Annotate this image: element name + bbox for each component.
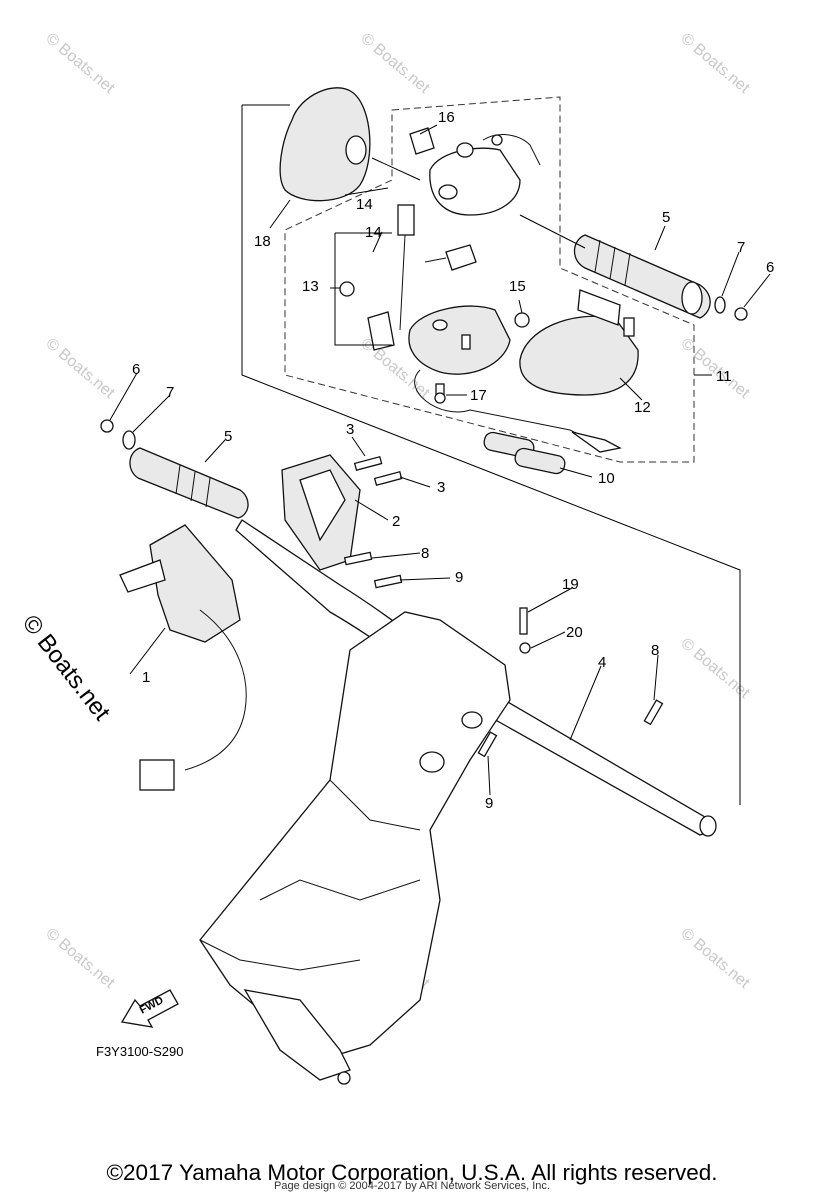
callout-15: 15	[509, 278, 526, 295]
part-12-switch-cover	[519, 289, 639, 396]
callout-17: 17	[470, 387, 487, 404]
part-2-housing	[281, 454, 403, 589]
callout-7: 7	[166, 384, 174, 401]
switch-internals	[330, 204, 601, 446]
callout-10: 10	[598, 470, 615, 487]
part-4-handlebar	[235, 519, 717, 837]
part-18-cover	[279, 87, 421, 202]
callout-13: 13	[302, 278, 319, 295]
callout-9: 9	[455, 569, 463, 586]
callout-12: 12	[634, 399, 651, 416]
callout-8: 8	[651, 642, 659, 659]
upper-switch-housing	[409, 127, 541, 216]
callout-8: 8	[421, 545, 429, 562]
callout-16: 16	[438, 109, 455, 126]
fwd-direction-arrow: FWD	[120, 989, 179, 1028]
watermark: © Boats.net	[677, 30, 753, 97]
callout-14: 14	[356, 196, 373, 213]
watermark: © Boats.net	[357, 30, 433, 97]
watermark: © Boats.net	[677, 925, 753, 992]
watermark: © Boats.net	[42, 925, 118, 992]
callout-leaders	[109, 124, 771, 796]
assembly-frame	[241, 104, 741, 805]
callout-2: 2	[392, 513, 400, 530]
steering-column	[199, 611, 511, 1085]
watermark: © Boats.net	[42, 335, 118, 402]
drawing-code: F3Y3100-S290	[96, 1044, 184, 1059]
watermark: © Boats.net	[677, 635, 753, 702]
callout-3: 3	[437, 479, 445, 496]
callout-3: 3	[346, 421, 354, 438]
part-5-right-grip	[519, 214, 748, 321]
callout-4: 4	[598, 654, 606, 671]
copyright-notice: ©2017 Yamaha Motor Corporation, U.S.A. A…	[106, 1160, 718, 1185]
page-design-credit: Page design © 2004-2017 by ARI Network S…	[274, 1180, 550, 1192]
part-5-left-grip	[100, 419, 249, 519]
callout-7: 7	[737, 239, 745, 256]
part-1-throttle	[119, 524, 247, 791]
callout-1: 1	[142, 669, 150, 686]
callout-20: 20	[566, 624, 583, 641]
callout-14: 14	[365, 224, 382, 241]
part-10-boots	[483, 431, 622, 475]
callout-6: 6	[132, 361, 140, 378]
callout-18: 18	[254, 233, 271, 250]
switch-assembly-outline	[284, 96, 695, 463]
callout-labels: 1 2 3 3 4 5 5 6 6 7 7 8 8 9 9 10 11 12 1…	[132, 109, 774, 812]
callout-5: 5	[224, 428, 232, 445]
callout-6: 6	[766, 259, 774, 276]
callout-5: 5	[662, 209, 670, 226]
watermark: © Boats.net	[42, 30, 118, 97]
callout-19: 19	[562, 576, 579, 593]
callout-9: 9	[485, 795, 493, 812]
callout-11: 11	[716, 368, 732, 385]
